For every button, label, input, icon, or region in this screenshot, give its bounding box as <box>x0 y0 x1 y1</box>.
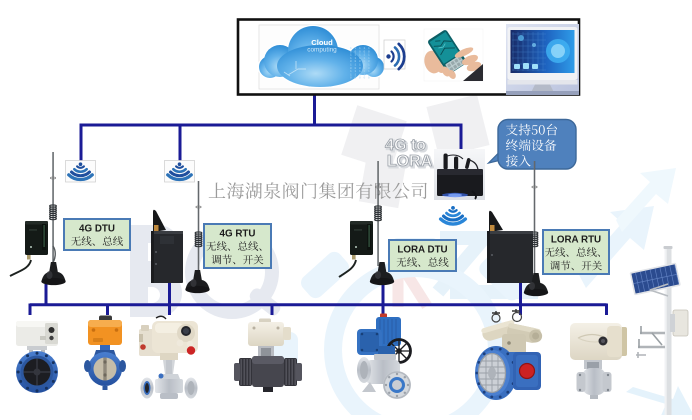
svg-text:4G RTU: 4G RTU <box>220 229 256 240</box>
svg-text:LORA DTU: LORA DTU <box>397 245 447 256</box>
svg-text:4G to: 4G to <box>385 137 426 154</box>
svg-text:computing: computing <box>307 47 337 54</box>
svg-text:4G DTU: 4G DTU <box>79 224 115 235</box>
svg-text:Cloud: Cloud <box>311 38 333 47</box>
svg-text:LORA: LORA <box>388 155 434 172</box>
svg-text:LORA: LORA <box>387 153 433 170</box>
svg-text:LORA RTU: LORA RTU <box>551 235 601 246</box>
svg-text:4G to: 4G to <box>387 139 428 156</box>
